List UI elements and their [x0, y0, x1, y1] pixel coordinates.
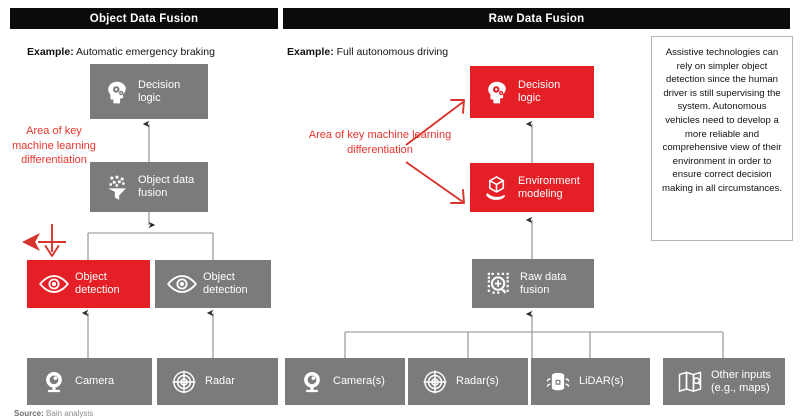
annotation-left: Area of key machine learning differentia…	[12, 125, 96, 167]
webcam-icon	[295, 365, 329, 399]
panel-header-raw-data-fusion: Raw Data Fusion	[283, 8, 790, 29]
node-other-inputs[interactable]: Other inputs(e.g., maps)	[663, 358, 785, 405]
eye-icon	[37, 267, 71, 301]
funnel-data-icon	[100, 170, 134, 204]
source-value: Bain analysis	[46, 409, 94, 418]
source-label: Source:	[14, 409, 44, 418]
node-camera[interactable]: Camera	[27, 358, 152, 405]
node-label: Other inputs(e.g., maps)	[711, 368, 771, 394]
cube-hand-icon	[480, 171, 514, 205]
raw-scan-icon	[482, 267, 516, 301]
example-value-left: Automatic emergency braking	[76, 46, 215, 58]
head-gears-icon	[100, 75, 134, 109]
node-cameras[interactable]: Camera(s)	[285, 358, 405, 405]
example-line-left: Example: Automatic emergency braking	[27, 46, 215, 58]
node-lidars[interactable]: LiDAR(s)	[531, 358, 650, 405]
eye-icon	[165, 267, 199, 301]
radar-icon	[418, 365, 452, 399]
panel-header-object-data-fusion: Object Data Fusion	[10, 8, 278, 29]
example-line-right: Example: Full autonomous driving	[287, 46, 448, 58]
example-value-right: Full autonomous driving	[336, 46, 449, 58]
note-panel: Assistive technologies can rely on simpl…	[651, 36, 793, 241]
example-label-left: Example:	[27, 46, 74, 58]
node-radars[interactable]: Radar(s)	[408, 358, 528, 405]
annotation-right: Area of key machine learning differentia…	[308, 129, 452, 156]
map-icon	[673, 365, 707, 399]
node-label: Camera	[75, 375, 115, 388]
node-label: Radar	[205, 375, 235, 388]
node-label: Radar(s)	[456, 375, 499, 388]
example-label-right: Example:	[287, 46, 334, 58]
node-label: LiDAR(s)	[579, 375, 624, 388]
node-label: Camera(s)	[333, 375, 385, 388]
webcam-icon	[37, 365, 71, 399]
source-caption: Source: Bain analysis	[14, 409, 93, 418]
lidar-icon	[541, 365, 575, 399]
radar-icon	[167, 365, 201, 399]
head-gears-icon	[480, 75, 514, 109]
node-radar[interactable]: Radar	[157, 358, 278, 405]
